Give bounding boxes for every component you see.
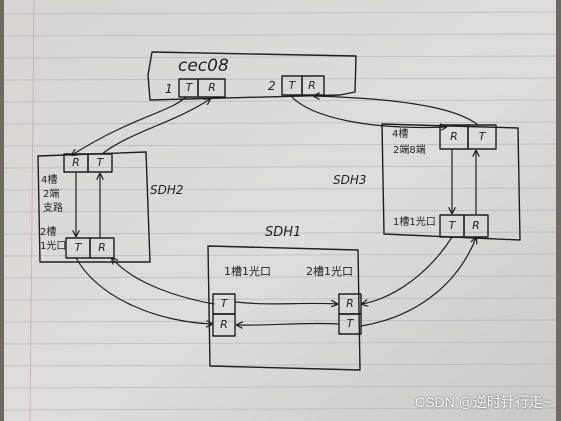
sdh2-slot2-line2: 1光口 [40, 241, 67, 252]
cec08-port2-r: R [308, 79, 316, 92]
sdh2-slot4-line3: 支路 [43, 203, 63, 214]
sdh2-slot4-t-cell [87, 153, 113, 173]
cec08-port1-label: 1 [165, 82, 173, 96]
cec08-box [147, 51, 357, 101]
sdh2-slot2-t: T [74, 241, 82, 254]
sdh1-left-port-label: 1槽1光口 [224, 265, 271, 278]
cec08-port2-t: T [288, 79, 296, 92]
link-sdh1-internal-bottom [237, 323, 339, 325]
link-cec08-p2-t-to-sdh3-r [289, 94, 446, 127]
sdh3-slot4-t: T [478, 130, 486, 143]
watermark: CSDN @逆时针行走~ [415, 394, 551, 410]
sdh3-slot4-t-cell [467, 124, 497, 150]
link-sdh2-t-to-sdh1-r [75, 257, 212, 324]
sdh1-left-t: T [220, 297, 228, 310]
sdh3-box [381, 123, 521, 241]
sdh2-slot2-line1: 2槽 [40, 227, 57, 238]
sdh3-slot1-t: T [448, 219, 456, 232]
sdh1-right-t: T [346, 317, 354, 330]
link-sdh3-t-to-sdh1-r [362, 236, 453, 304]
sdh1-title: SDH1 [265, 225, 302, 240]
cec08-port2-label: 2 [268, 79, 276, 93]
sdh2-slot4-t: T [96, 156, 104, 169]
sdh2-title: SDH2 [150, 183, 184, 197]
link-sdh3-t-to-cec08-p2-r [314, 96, 479, 126]
sdh2-slot4-r: R [72, 156, 80, 169]
link-sdh2-t-to-cec08-p1-r [101, 99, 210, 155]
sdh1-right-port-label: 2槽1光口 [306, 265, 353, 278]
cec08-port1-r-cell [197, 78, 226, 98]
sdh3-slot1-label: 1槽1光口 [393, 217, 436, 228]
sdh3-slot4-line2: 2端8端 [393, 145, 426, 156]
sdh3-slot4-r: R [450, 130, 458, 143]
sdh3-slot1-r: R [472, 219, 480, 232]
sdh2-slot4-line2: 2端 [43, 189, 60, 200]
sdh1-left-r: R [220, 318, 228, 331]
sdh1-right-t-cell [338, 313, 362, 335]
sdh2-slot2-r: R [98, 241, 106, 254]
cec08-port1-r: R [208, 81, 216, 94]
cec08-port1-t: T [185, 81, 193, 94]
sdh3-slot4-line1: 4槽 [392, 129, 409, 140]
sdh3-title: SDH3 [333, 173, 367, 187]
sdh1-right-r: R [346, 297, 354, 310]
link-sdh1-internal-top [235, 302, 337, 304]
link-sdh1-t-to-sdh3-r [360, 238, 476, 327]
link-sdh1-t-to-sdh2-r [112, 258, 215, 305]
sdh2-slot4-line1: 4槽 [41, 175, 58, 186]
cec08-title: cec08 [178, 56, 229, 76]
margin-line [29, 0, 35, 421]
sdh2-slot2-r-cell [89, 237, 115, 259]
link-cec08-p1-t-to-sdh2-r [72, 96, 187, 155]
